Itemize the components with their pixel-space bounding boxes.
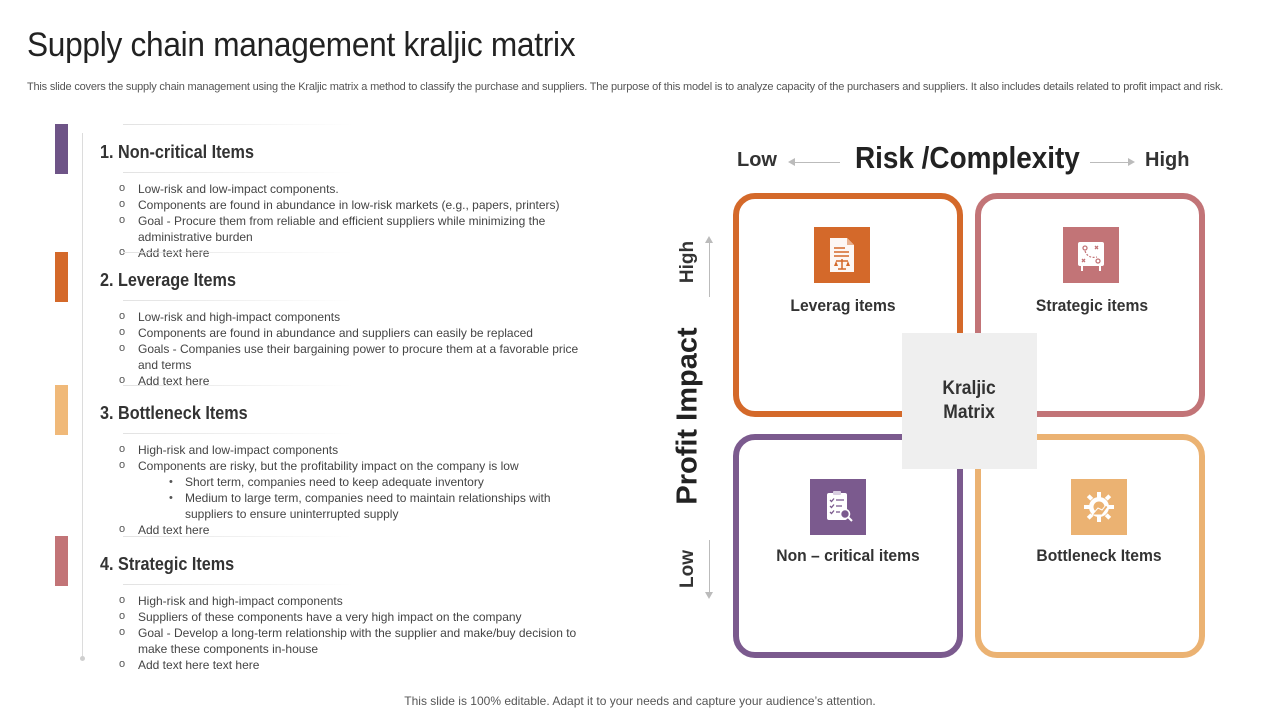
y-axis-high-label: High — [677, 240, 698, 284]
bullet-item: Goal - Procure them from reliable and ef… — [119, 212, 579, 245]
section-heading: 1. Non-critical Items — [100, 142, 254, 162]
x-axis-arrow-line — [795, 162, 840, 163]
arrow-left-icon — [788, 158, 795, 166]
x-axis-low-label: Low — [737, 149, 777, 171]
document-scale-icon — [814, 227, 870, 283]
bullet-item: Components are found in abundance and su… — [119, 324, 579, 341]
section-divider — [123, 300, 353, 301]
section-color-bar — [55, 252, 68, 302]
bullet-item: Add text here — [119, 244, 579, 261]
gear-hand-icon — [1071, 479, 1127, 535]
page-description: This slide covers the supply chain manag… — [27, 81, 1224, 93]
y-axis-arrow-line — [709, 540, 710, 593]
arrow-right-icon — [1128, 158, 1135, 166]
section-heading: 2. Leverage Items — [100, 270, 236, 290]
quadrant-non-critical — [733, 434, 963, 658]
x-axis-title: Risk /Complexity — [855, 140, 1080, 175]
bullet-item: Add text here — [119, 521, 579, 538]
section-bullet-list: Low-risk and low-impact components. Comp… — [119, 180, 579, 261]
bullet-item: Add text here text here — [119, 656, 579, 673]
timeline-end-dot — [80, 656, 85, 661]
strategy-board-icon — [1063, 227, 1119, 283]
bullet-item: High-risk and low-impact components — [119, 441, 579, 458]
section-bullet-list: Low-risk and high-impact components Comp… — [119, 308, 579, 389]
section-heading: 4. Strategic Items — [100, 554, 235, 574]
y-axis-title: Profit Impact — [671, 327, 704, 505]
footer-note: This slide is 100% editable. Adapt it to… — [404, 694, 876, 708]
section-bullet-list: High-risk and high-impact components Sup… — [119, 592, 579, 673]
quadrant-strategic — [975, 193, 1205, 417]
x-axis-arrow-line — [1090, 162, 1132, 163]
arrow-down-icon — [705, 592, 713, 599]
section-divider — [123, 584, 353, 585]
timeline-line — [82, 133, 83, 659]
bullet-item: Goal - Develop a long-term relationship … — [119, 624, 579, 657]
section-divider — [123, 385, 353, 386]
bullet-item: Low-risk and low-impact components. — [119, 180, 579, 197]
bullet-item: Low-risk and high-impact components — [119, 308, 579, 325]
matrix-center-label: Kraljic Matrix — [942, 378, 997, 423]
section-color-bar — [55, 536, 68, 586]
quadrant-bottleneck — [975, 434, 1205, 658]
section-divider — [123, 433, 353, 434]
sub-bullet-item: Medium to large term, companies need to … — [119, 490, 579, 522]
x-axis-high-label: High — [1145, 149, 1190, 171]
page-title: Supply chain management kraljic matrix — [27, 26, 576, 64]
section-divider — [123, 536, 353, 537]
arrow-up-icon — [705, 236, 713, 243]
quadrant-strategic-label: Strategic items — [1035, 296, 1149, 315]
quadrant-non-critical-label: Non – critical items — [776, 546, 920, 565]
section-divider — [123, 124, 353, 125]
bullet-item: High-risk and high-impact components — [119, 592, 579, 609]
bullet-item: Goals - Companies use their bargaining p… — [119, 340, 579, 373]
section-bullet-list: High-risk and low-impact components Comp… — [119, 441, 579, 538]
bullet-item: Add text here — [119, 372, 579, 389]
quadrant-bottleneck-label: Bottleneck Items — [1036, 546, 1162, 565]
sub-bullet-item: Short term, companies need to keep adequ… — [119, 474, 579, 490]
bullet-item: Suppliers of these components have a ver… — [119, 608, 579, 625]
matrix-center-box: Kraljic Matrix — [902, 333, 1037, 469]
y-axis-low-label: Low — [677, 550, 698, 588]
section-divider — [123, 252, 353, 253]
section-color-bar — [55, 385, 68, 435]
quadrant-leverage-label: Leverag items — [790, 296, 896, 315]
section-divider — [123, 172, 353, 173]
bullet-item: Components are found in abundance in low… — [119, 196, 579, 213]
section-color-bar — [55, 124, 68, 174]
y-axis-arrow-line — [709, 242, 710, 297]
section-heading: 3. Bottleneck Items — [100, 403, 248, 423]
checklist-magnifier-icon — [810, 479, 866, 535]
bullet-item: Components are risky, but the profitabil… — [119, 457, 579, 474]
